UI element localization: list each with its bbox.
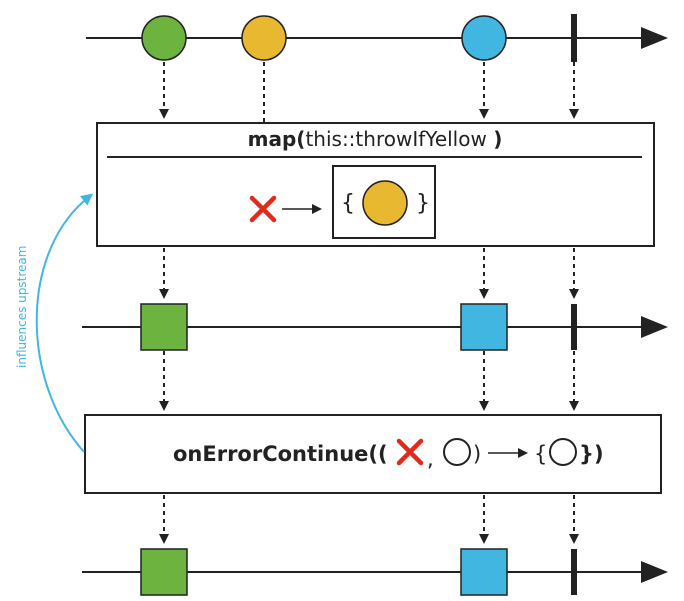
middle-timeline <box>82 303 668 351</box>
result-timeline <box>82 548 668 596</box>
square-green <box>140 303 188 351</box>
empty-circle-icon <box>443 438 471 466</box>
x-mark-icon <box>396 438 424 466</box>
brace-close-paren: }) <box>579 442 604 466</box>
timeline-arrowhead <box>641 316 668 338</box>
empty-circle-icon <box>549 438 577 466</box>
square-blue <box>460 303 508 351</box>
timeline-arrowhead <box>641 27 668 49</box>
square-green <box>140 548 188 596</box>
marble-blue <box>461 15 507 61</box>
upstream-influence: influences upstream <box>15 193 94 453</box>
square-blue <box>460 548 508 596</box>
map-operator-box: map(this::throwIfYellow ) { } <box>96 122 655 247</box>
marble-green <box>141 15 187 61</box>
map-operator-title: map(this::throwIfYellow ) <box>248 127 503 151</box>
on-error-continue-title: onErrorContinue(( <box>173 442 388 466</box>
marble-yellow-inner <box>362 180 408 226</box>
brace-open: { <box>534 442 547 466</box>
brace-close: } <box>416 191 430 216</box>
connectors-bottom <box>159 495 579 544</box>
upstream-arrow <box>35 193 94 453</box>
x-mark-icon <box>249 195 277 223</box>
paren-close: ) <box>473 442 481 466</box>
source-timeline <box>86 14 668 62</box>
timeline-arrowhead <box>641 561 668 583</box>
connectors-lower <box>159 351 579 411</box>
arrow-right-icon <box>282 204 322 214</box>
marble-yellow <box>241 15 287 61</box>
brace-open: { <box>341 191 355 216</box>
comma: , <box>427 447 434 471</box>
on-error-continue-box: onErrorContinue(( , ) { }) <box>84 414 662 494</box>
arrow-right-icon <box>488 448 528 458</box>
upstream-label: influences upstream <box>15 246 29 368</box>
connectors-middle <box>159 248 579 299</box>
